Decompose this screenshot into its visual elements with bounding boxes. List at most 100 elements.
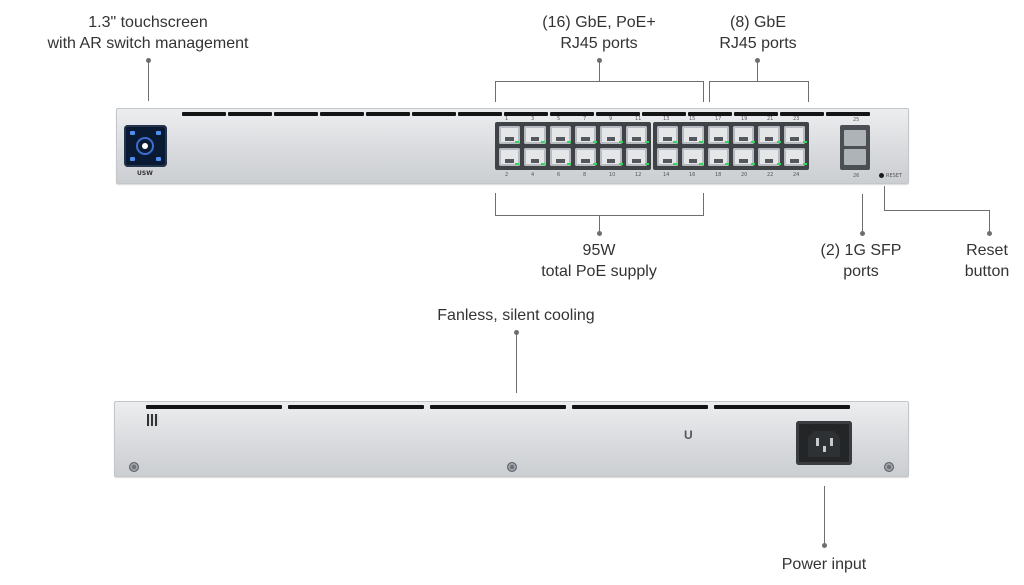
port-number-top: 9 (609, 116, 613, 122)
screen-mini-icon (156, 157, 161, 161)
port-number-top: 5 (557, 116, 561, 122)
port-number-top: 3 (531, 116, 535, 122)
poe-supply-leader-dot (597, 231, 602, 236)
rj45-port-icon (733, 148, 755, 166)
poe-port-block-b (653, 122, 809, 170)
port-link-led (593, 163, 597, 165)
screen-mini-icon (156, 131, 161, 135)
rj45-port-icon (524, 126, 546, 144)
cooling-leader-dot (514, 330, 519, 335)
poe-ports-leader-stem (599, 61, 600, 81)
rear-vent-slot (430, 405, 566, 409)
poe-ports-bracket-left (495, 81, 496, 102)
vent-slot (596, 112, 640, 116)
rear-vent-slot (572, 405, 708, 409)
sfp-cage-icon (840, 125, 870, 170)
port-number-top: 13 (663, 116, 670, 122)
port-link-led (673, 141, 677, 143)
model-label: USW (137, 170, 153, 177)
rj45-port-icon (549, 126, 571, 144)
rear-vent-slot (714, 405, 850, 409)
sfp-ports-callout-line1: (2) 1G SFP (820, 242, 902, 259)
sfp-slot[interactable] (844, 149, 866, 165)
poe-supply-callout: 95W total PoE supply (524, 240, 674, 282)
port-link-led (515, 141, 519, 143)
port-number-top: 11 (635, 116, 642, 122)
port-link-led (699, 163, 703, 165)
poe-supply-bracket-left (495, 193, 496, 215)
screw-icon (884, 462, 894, 472)
port-number-top: 21 (767, 116, 774, 122)
sfp-number-top: 25 (853, 117, 860, 123)
screen-center (142, 143, 148, 149)
sfp-leader-line (862, 194, 863, 231)
port-link-led (619, 163, 623, 165)
touchscreen-callout-line2: with AR switch management (47, 35, 249, 52)
rj45-port-icon (549, 148, 571, 166)
rear-vent-slot (288, 405, 424, 409)
reset-button-callout-line2: button (964, 263, 1010, 280)
rj45-port-icon (575, 148, 597, 166)
port-number-bottom: 16 (689, 172, 696, 178)
port-link-led (725, 163, 729, 165)
power-leader-dot (822, 543, 827, 548)
port-number-bottom: 6 (557, 172, 561, 178)
gbe-ports-bracket-left (709, 81, 710, 102)
power-input-callout: Power input (754, 554, 894, 575)
poe-supply-bracket-right (703, 193, 704, 215)
port-link-led (803, 163, 807, 165)
port-link-led (619, 141, 623, 143)
port-link-led (751, 163, 755, 165)
touchscreen-display-icon[interactable] (124, 125, 167, 167)
screen-ring (136, 137, 154, 155)
port-link-led (515, 163, 519, 165)
gbe-ports-callout: (8) GbE RJ45 ports (703, 12, 813, 54)
rj45-port-icon (625, 148, 647, 166)
rear-vent-slot (146, 405, 282, 409)
gbe-ports-callout-line2: RJ45 ports (719, 35, 797, 52)
power-inlet-icon[interactable] (796, 421, 852, 465)
poe-port-block-a (495, 122, 651, 170)
vent-slot (458, 112, 502, 116)
poe-ports-bracket-top (495, 81, 704, 82)
port-number-top: 1 (505, 116, 509, 122)
reset-label: RESET (886, 173, 903, 179)
sfp-number-bottom: 26 (853, 173, 860, 179)
port-link-led (725, 141, 729, 143)
rj45-port-icon (600, 148, 622, 166)
vent-slot (826, 112, 870, 116)
screen-mini-icon (130, 131, 135, 135)
port-number-top: 15 (689, 116, 696, 122)
reset-leader-stem (884, 186, 885, 211)
port-number-top: 17 (715, 116, 722, 122)
rj45-port-icon (783, 126, 805, 144)
port-link-led (541, 141, 545, 143)
vent-slot (780, 112, 824, 116)
port-link-led (803, 141, 807, 143)
port-link-led (645, 163, 649, 165)
port-number-bottom: 2 (505, 172, 509, 178)
touchscreen-leader-dot (146, 58, 151, 63)
poe-ports-bracket-right (703, 81, 704, 102)
port-link-led (567, 163, 571, 165)
port-link-led (645, 141, 649, 143)
rj45-port-icon (758, 126, 780, 144)
port-number-bottom: 14 (663, 172, 670, 178)
vent-slot (642, 112, 686, 116)
gbe-ports-callout-line1: (8) GbE (729, 14, 786, 31)
rj45-port-icon (575, 126, 597, 144)
vent-slot (320, 112, 364, 116)
gbe-ports-leader-stem (757, 61, 758, 81)
rj45-port-icon (733, 126, 755, 144)
port-link-led (593, 141, 597, 143)
sfp-slot[interactable] (844, 130, 866, 146)
cooling-leader-line (516, 333, 517, 393)
screw-icon (507, 462, 517, 472)
port-link-led (699, 141, 703, 143)
poe-ports-callout-line1: (16) GbE, PoE+ (542, 14, 656, 31)
reset-button[interactable] (879, 173, 884, 178)
sfp-ports-callout-line2: ports (843, 263, 879, 280)
cooling-callout: Fanless, silent cooling (416, 305, 616, 326)
rj45-port-icon (707, 148, 729, 166)
port-number-bottom: 8 (583, 172, 587, 178)
